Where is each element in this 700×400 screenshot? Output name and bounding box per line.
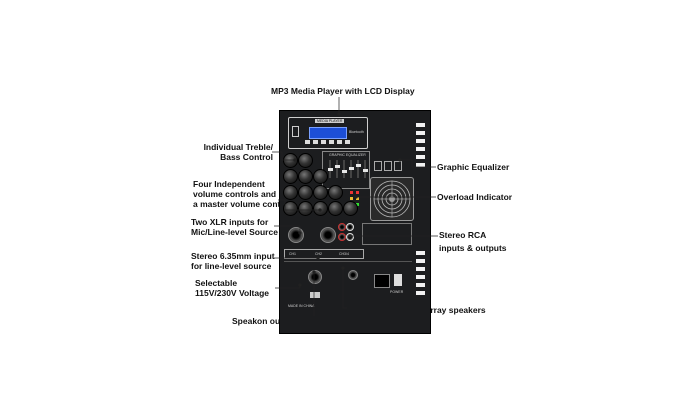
vent-slot: [416, 123, 425, 127]
channel-labels: CH1 CH2 CH3/4: [284, 249, 364, 259]
media-button[interactable]: [337, 140, 342, 144]
master-volume-knob[interactable]: [328, 201, 343, 216]
rca-jack[interactable]: [346, 223, 354, 231]
leader-dot-eq: [398, 158, 402, 162]
power-label: POWER: [390, 290, 404, 294]
leader-dot-xlr: [298, 231, 302, 235]
volume-knob[interactable]: [328, 185, 343, 200]
volume-knob[interactable]: [298, 185, 313, 200]
media-button[interactable]: [345, 140, 350, 144]
leader-eq: [400, 159, 436, 168]
rca-jack[interactable]: [338, 223, 346, 231]
media-player-label: MEDIA PLAYER: [315, 119, 345, 123]
vent-slot: [416, 131, 425, 135]
toggle-switch[interactable]: [394, 161, 402, 171]
callout-xlr-inputs: Two XLR inputs for Mic/Line-level Source: [191, 217, 278, 237]
leader-dot-mp3: [337, 112, 341, 116]
leader-dot-voltage: [298, 283, 302, 287]
eq-slider-cap[interactable]: [334, 165, 340, 168]
eq-slider-cap[interactable]: [355, 164, 361, 167]
leader-dot-stereo-635: [316, 256, 320, 260]
equalizer-sliders: [327, 160, 368, 182]
leader-dot-speakon: [312, 270, 316, 274]
graphic-equalizer: GRAPHIC EQUALIZER: [322, 151, 370, 189]
vent-slot: [416, 267, 425, 271]
bass-knob[interactable]: [313, 169, 328, 184]
leader-dot-treble-bass: [293, 158, 297, 162]
leader-dot-overload: [354, 195, 358, 199]
volume-knob[interactable]: [298, 201, 313, 216]
channel-label: CH2: [315, 252, 323, 256]
eq-slider-cap[interactable]: [341, 170, 347, 173]
leader-voltage: [275, 285, 301, 289]
635mm-output[interactable]: [348, 270, 358, 280]
volume-knob[interactable]: [313, 185, 328, 200]
speakon-output[interactable]: [308, 270, 322, 284]
media-button[interactable]: [305, 140, 310, 144]
cooling-fan: [370, 177, 414, 221]
volume-knob[interactable]: [283, 201, 298, 216]
callout-stereo-635-input: Stereo 6.35mm input for line-level sourc…: [191, 251, 275, 271]
leader-xlr: [274, 225, 301, 233]
vent-slot: [416, 163, 425, 167]
leader-dot-volume: [318, 208, 322, 212]
callout-treble-bass: Individual Treble/ Bass Control: [203, 142, 273, 162]
callout-graphic-equalizer: Graphic Equalizer: [437, 162, 510, 172]
media-button[interactable]: [329, 140, 334, 144]
media-button[interactable]: [313, 140, 318, 144]
voltage-selector[interactable]: [310, 292, 320, 298]
power-inlet[interactable]: [374, 274, 390, 288]
toggle-switch[interactable]: [374, 161, 382, 171]
amplifier-panel: MEDIA PLAYER Bluetooth GRAPHIC EQUALIZER: [279, 110, 431, 334]
vent-slot: [416, 251, 425, 255]
vent-slot: [416, 283, 425, 287]
bass-knob[interactable]: [283, 169, 298, 184]
media-buttons: [305, 140, 353, 145]
eq-slider-cap[interactable]: [362, 169, 368, 172]
callout-stereo-rca-2: inputs & outputs: [439, 243, 507, 253]
vent-slot: [416, 275, 425, 279]
callout-voltage: Selectable 115V/230V Voltage: [195, 278, 270, 298]
media-player-module: MEDIA PLAYER Bluetooth: [288, 117, 368, 149]
leader-635-output: [342, 268, 347, 309]
leader-dot-rca: [348, 234, 352, 238]
callout-stereo-rca-1: Stereo RCA: [439, 230, 487, 240]
equalizer-label: GRAPHIC EQUALIZER: [329, 153, 366, 157]
leader-dot-635-output: [341, 266, 345, 270]
bass-knob[interactable]: [298, 169, 313, 184]
vent-slot: [416, 291, 425, 295]
made-in-label: MADE IN CHINA: [288, 304, 315, 308]
eq-slider-cap[interactable]: [327, 168, 333, 171]
media-button[interactable]: [321, 140, 326, 144]
toggle-switch[interactable]: [384, 161, 392, 171]
leader-treble-bass: [272, 151, 295, 161]
xlr-input[interactable]: [320, 227, 336, 243]
callout-volume-controls: Four Independent volume controls and a m…: [193, 179, 292, 209]
output-section: POWER MADE IN CHINA: [284, 261, 412, 316]
channel-label: CH1: [289, 252, 297, 256]
fan-grille-icon: [373, 180, 411, 218]
master-volume-knob[interactable]: [343, 201, 358, 216]
eq-slider-cap[interactable]: [348, 167, 354, 170]
callout-overload-indicator: Overload Indicator: [437, 192, 513, 202]
vent-slot: [416, 259, 425, 263]
vent-slot: [416, 147, 425, 151]
usb-port-icon: [292, 126, 299, 137]
power-switch[interactable]: [394, 274, 402, 286]
vent-slot: [416, 155, 425, 159]
volume-knob[interactable]: [283, 185, 298, 200]
rca-jack[interactable]: [338, 233, 346, 241]
warning-label: [362, 223, 412, 245]
callout-mp3-player: MP3 Media Player with LCD Display: [271, 86, 415, 96]
lcd-display: [309, 127, 347, 139]
treble-knob[interactable]: [283, 153, 298, 168]
leader-volume: [278, 199, 320, 211]
bluetooth-label: Bluetooth: [349, 130, 364, 134]
vent-slot: [416, 139, 425, 143]
channel-label: CH3/4: [339, 252, 349, 256]
treble-knob[interactable]: [298, 153, 313, 168]
